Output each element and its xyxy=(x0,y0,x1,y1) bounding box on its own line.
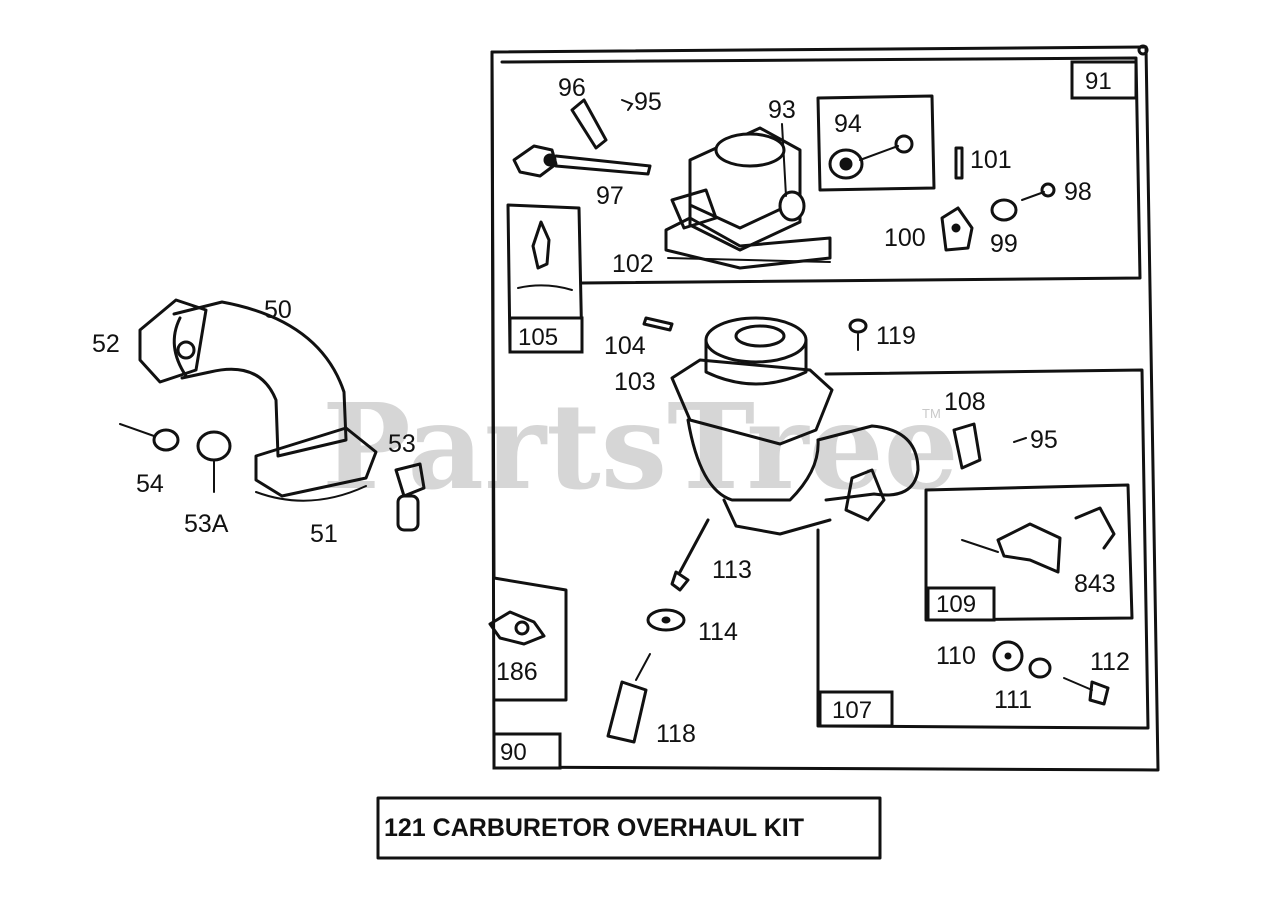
part-98-drawing xyxy=(1021,182,1056,201)
group-box-90: 90 xyxy=(492,732,562,770)
part-53a-drawing xyxy=(196,430,232,493)
part-label-101: 101 xyxy=(970,146,1012,174)
part-label-104: 104 xyxy=(604,332,646,360)
part-label-108: 108 xyxy=(944,388,986,416)
part-label-97: 97 xyxy=(596,182,624,210)
part-113-drawing xyxy=(670,518,710,592)
part-118-drawing xyxy=(606,653,651,744)
part-label-51: 51 xyxy=(310,520,338,548)
part-label-114: 114 xyxy=(698,618,738,646)
part-99-drawing xyxy=(990,198,1018,222)
part-96-drawing xyxy=(570,98,634,150)
part-label-54: 54 xyxy=(136,470,164,498)
part-102-drawing xyxy=(664,126,832,270)
part-108-drawing xyxy=(952,422,1027,470)
kit-title: 121 CARBURETOR OVERHAUL KIT xyxy=(384,814,804,842)
box-label-90: 90 xyxy=(500,739,527,766)
part-label-118: 118 xyxy=(656,720,696,748)
part-52-drawing xyxy=(138,298,208,384)
part-label-112: 112 xyxy=(1090,648,1130,676)
part-97-drawing xyxy=(512,144,652,178)
part-112-drawing xyxy=(1063,677,1110,706)
part-label-111: 111 xyxy=(994,686,1032,714)
part-94-drawing xyxy=(828,134,914,180)
box-label-105: 105 xyxy=(518,324,558,351)
part-100-drawing xyxy=(940,206,974,252)
part-label-53a: 53A xyxy=(184,510,229,538)
part-label-95b: 95 xyxy=(1030,426,1058,454)
part-label-119: 119 xyxy=(876,322,916,350)
group-box-109: 109 xyxy=(924,483,1134,622)
part-label-50: 50 xyxy=(264,296,292,324)
part-label-110: 110 xyxy=(936,642,976,670)
part-label-843: 843 xyxy=(1074,570,1116,598)
part-843-drawing xyxy=(961,506,1116,574)
part-111-drawing xyxy=(1028,657,1052,679)
part-label-113: 113 xyxy=(712,556,752,584)
kit-title-box: 121 CARBURETOR OVERHAUL KIT xyxy=(376,796,882,860)
part-label-93: 93 xyxy=(768,96,796,124)
part-label-186: 186 xyxy=(496,658,538,686)
part-label-103: 103 xyxy=(614,368,656,396)
part-101-drawing xyxy=(954,146,964,180)
part-51-drawing xyxy=(254,426,378,502)
part-103-drawing xyxy=(670,316,920,536)
part-93-leader xyxy=(781,123,787,197)
part-label-94: 94 xyxy=(834,110,862,138)
part-label-52: 52 xyxy=(92,330,120,358)
group-box-105: 105 xyxy=(506,203,584,354)
watermark: PartsTree xyxy=(322,377,959,516)
part-186-drawing xyxy=(488,610,546,646)
box-label-91: 91 xyxy=(1085,68,1112,95)
part-53-drawing xyxy=(394,462,426,532)
box-label-109: 109 xyxy=(936,591,976,618)
part-label-98: 98 xyxy=(1064,178,1092,206)
part-label-53: 53 xyxy=(388,430,416,458)
part-104-drawing xyxy=(642,316,674,332)
part-label-96: 96 xyxy=(558,74,586,102)
group-box-91: 91 xyxy=(500,56,1142,285)
part-50-drawing xyxy=(172,300,348,458)
part-label-99: 99 xyxy=(990,230,1018,258)
part-label-102: 102 xyxy=(612,250,654,278)
part-54-drawing xyxy=(119,423,180,452)
box-label-107: 107 xyxy=(832,697,872,724)
part-119-drawing xyxy=(848,318,868,351)
watermark-trademark: TM xyxy=(922,406,941,421)
outer-frame xyxy=(490,44,1160,772)
part-label-95: 95 xyxy=(634,88,662,116)
part-114-drawing xyxy=(646,608,686,632)
group-box-94 xyxy=(816,94,936,192)
group-box-107: 107 xyxy=(816,368,1150,730)
part-110-drawing xyxy=(992,640,1024,672)
part-labels: 96 95 93 94 101 98 99 100 97 102 50 52 5… xyxy=(92,74,1130,748)
part-label-100: 100 xyxy=(884,224,926,252)
